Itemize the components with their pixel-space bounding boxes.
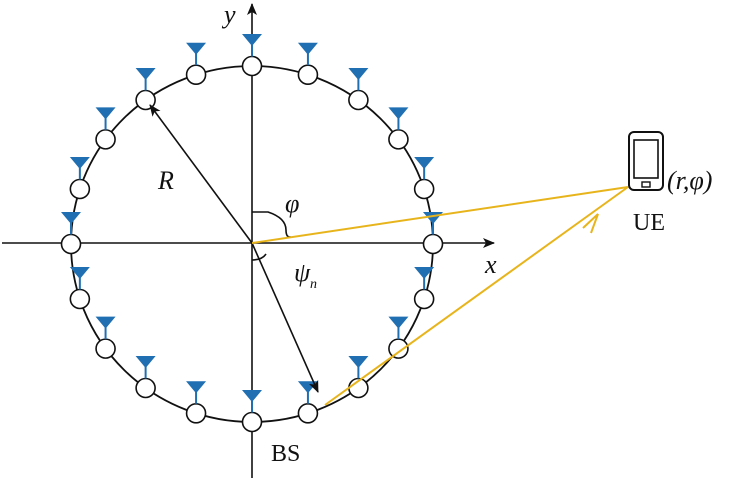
antenna-element — [241, 390, 263, 433]
antenna-element — [422, 212, 444, 255]
antenna-element — [135, 67, 156, 111]
antenna-node — [241, 55, 263, 77]
antenna-icon — [348, 356, 369, 379]
antenna-node — [135, 89, 156, 111]
antenna-node — [95, 338, 116, 359]
antenna-element — [388, 316, 409, 359]
antenna-node — [413, 288, 435, 310]
element-signal-line — [324, 186, 629, 406]
antenna-element — [348, 67, 369, 111]
bs-label: BS — [271, 441, 300, 467]
phi-label: φ — [285, 189, 299, 218]
y-axis-label: y — [221, 0, 236, 29]
antenna-node — [69, 288, 91, 310]
antenna-element — [69, 156, 91, 200]
antenna-node — [185, 64, 207, 86]
antenna-node — [388, 338, 409, 359]
antenna-element — [135, 356, 156, 399]
antenna-node — [185, 402, 207, 424]
x-axis-label: x — [484, 250, 497, 279]
antenna-element — [413, 267, 435, 310]
antenna-node — [348, 89, 369, 111]
antenna-element — [95, 316, 116, 359]
antenna-icon — [186, 42, 207, 66]
antenna-element — [185, 42, 207, 86]
antenna-icon — [414, 267, 435, 290]
radius-arrow — [149, 104, 253, 244]
ue-coordinate-label: (r,φ) — [667, 166, 712, 195]
antenna-icon — [414, 156, 435, 180]
ue-label: UE — [633, 210, 665, 236]
antenna-element — [60, 212, 82, 255]
antenna-icon — [388, 316, 409, 340]
psi-subscript: n — [310, 277, 317, 292]
psi-angle-arc — [251, 253, 267, 261]
antenna-node — [69, 178, 91, 200]
antenna-element — [69, 267, 91, 310]
antenna-icon — [242, 390, 262, 413]
antenna-node — [60, 233, 82, 255]
radius-label: R — [157, 166, 174, 195]
los-signal-line — [251, 186, 629, 244]
antenna-icon — [69, 267, 90, 290]
antenna-element — [241, 34, 263, 77]
antenna-icon — [135, 356, 156, 379]
antenna-node — [135, 377, 156, 399]
antenna-icon — [388, 107, 409, 130]
antenna-icon — [95, 107, 116, 130]
psi-label: ψ — [294, 258, 311, 287]
antenna-node — [241, 411, 263, 433]
signal-direction-arrow-icon — [582, 213, 599, 234]
antenna-icon — [61, 212, 81, 235]
antenna-icon — [297, 42, 318, 66]
phone-icon — [628, 131, 664, 191]
antenna-icon — [69, 156, 90, 180]
antenna-element — [297, 42, 319, 86]
antenna-element — [388, 107, 409, 150]
antenna-node — [297, 402, 319, 424]
antenna-element — [297, 381, 319, 424]
antenna-node — [95, 129, 116, 150]
element-arrow — [251, 242, 319, 393]
antenna-element — [95, 107, 116, 150]
antenna-element — [185, 381, 207, 424]
antenna-node — [388, 129, 409, 150]
antenna-node — [422, 233, 444, 255]
antenna-node — [297, 64, 319, 86]
antenna-element — [413, 156, 435, 200]
antenna-icon — [348, 67, 369, 91]
antenna-icon — [135, 67, 156, 91]
antenna-icon — [242, 34, 262, 57]
antenna-icon — [186, 381, 207, 404]
antenna-node — [413, 178, 435, 200]
antenna-icon — [95, 316, 116, 340]
